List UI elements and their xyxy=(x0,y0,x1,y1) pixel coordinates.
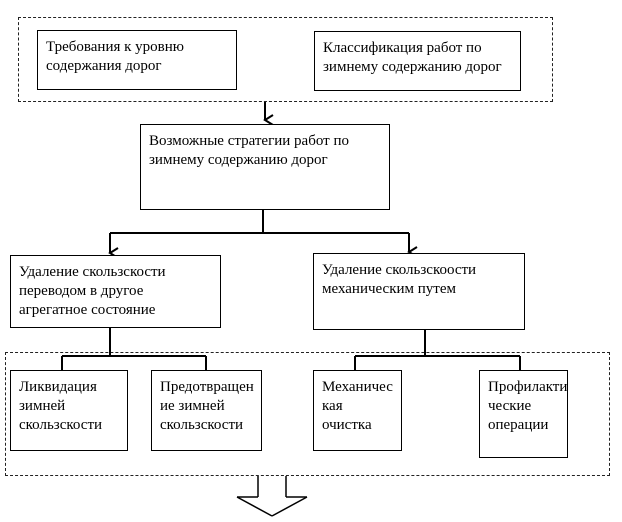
prevention-box: Предотвращен ие зимней скользскости xyxy=(151,370,262,451)
classification-box: Классификация работ по зимнему содержани… xyxy=(314,31,521,91)
outgoing-arrow xyxy=(236,476,308,517)
mechanical-cleaning-box: Механичес кая очистка xyxy=(313,370,402,451)
mechanical-box: Удаление скользскоости механическим путе… xyxy=(313,253,525,330)
requirements-box: Требования к уровню содержания дорог xyxy=(37,30,237,90)
liquidation-box: Ликвидация зимней скользскости xyxy=(10,370,128,451)
preventive-ops-box: Профилакти ческие операции xyxy=(479,370,568,458)
state-change-box: Удаление скользскости переводом в другое… xyxy=(10,255,221,328)
strategies-box: Возможные стратегии работ по зимнему сод… xyxy=(140,124,390,210)
top-dashed-group xyxy=(18,17,553,102)
bottom-dashed-group xyxy=(5,352,610,476)
